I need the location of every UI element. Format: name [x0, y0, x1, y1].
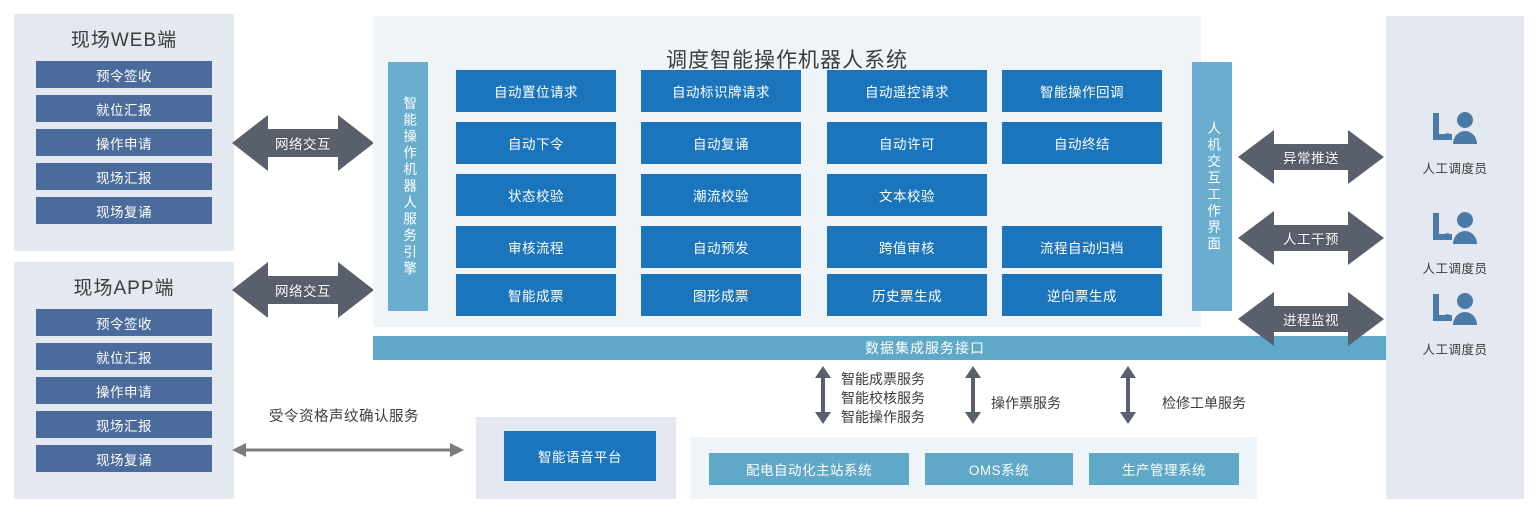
service-engine-bar: 智能操作机器人服务引擎	[388, 62, 428, 311]
dispatcher-item: 人工调度员	[1386, 291, 1524, 358]
external-system-box[interactable]: 配电自动化主站系统	[709, 453, 909, 485]
app-client-button[interactable]: 就位汇报	[36, 343, 212, 370]
service-label-1: 智能成票服务 智能校核服务 智能操作服务	[841, 371, 925, 425]
double-arrow-icon	[1238, 130, 1384, 184]
dispatcher-role-label: 人工调度员	[1422, 343, 1488, 357]
dispatcher-icon	[1433, 293, 1477, 325]
function-cell[interactable]: 智能操作回调	[1002, 70, 1162, 112]
function-cell[interactable]: 潮流校验	[641, 174, 801, 216]
double-arrow-icon	[232, 262, 374, 318]
function-cell-placeholder	[1002, 174, 1162, 216]
service-link-arrow-2	[965, 366, 981, 424]
function-cell[interactable]: 图形成票	[641, 274, 801, 316]
double-arrow-icon	[232, 115, 374, 171]
external-systems-container: 配电自动化主站系统 OMS系统 生产管理系统	[691, 437, 1257, 499]
function-cell[interactable]: 自动复诵	[641, 122, 801, 164]
network-link-arrow-app: 网络交互	[232, 259, 374, 321]
function-cell[interactable]: 自动预发	[641, 226, 801, 268]
double-arrow-icon	[1238, 211, 1384, 265]
service-link-arrow-3	[1120, 366, 1136, 424]
function-cell[interactable]: 跨值审核	[827, 226, 987, 268]
web-client-button[interactable]: 现场复诵	[36, 197, 212, 224]
dispatcher-link-arrow-exception: 异常推送	[1238, 128, 1384, 186]
external-system-box[interactable]: 生产管理系统	[1089, 453, 1239, 485]
web-client-button[interactable]: 就位汇报	[36, 95, 212, 122]
external-system-box[interactable]: OMS系统	[925, 453, 1073, 485]
function-cell[interactable]: 自动置位请求	[456, 70, 616, 112]
function-cell[interactable]: 自动许可	[827, 122, 987, 164]
web-client-button[interactable]: 现场汇报	[36, 163, 212, 190]
voice-platform-container: 智能语音平台	[476, 417, 676, 499]
function-cell[interactable]: 智能成票	[456, 274, 616, 316]
web-client-panel: 现场WEB端 预令签收 就位汇报 操作申请 现场汇报 现场复诵	[14, 14, 234, 251]
app-client-title: 现场APP端	[73, 278, 175, 299]
function-cell[interactable]: 历史票生成	[827, 274, 987, 316]
dispatcher-link-arrow-monitor: 进程监视	[1238, 290, 1384, 348]
dispatcher-role-label: 人工调度员	[1422, 262, 1488, 276]
voiceprint-link-arrow	[232, 443, 464, 457]
double-arrow-icon	[1238, 292, 1384, 346]
app-client-button[interactable]: 操作申请	[36, 377, 212, 404]
network-link-label: 网络交互	[275, 137, 331, 152]
app-client-button[interactable]: 现场汇报	[36, 411, 212, 438]
web-client-button[interactable]: 预令签收	[36, 61, 212, 88]
voice-platform-box[interactable]: 智能语音平台	[504, 431, 656, 481]
voiceprint-service-label: 受令资格声纹确认服务	[269, 409, 419, 425]
dispatcher-item: 人工调度员	[1386, 110, 1524, 177]
dispatcher-panel: 人工调度员 人工调度员 人工调度员	[1386, 16, 1524, 499]
web-client-button[interactable]: 操作申请	[36, 129, 212, 156]
function-cell[interactable]: 状态校验	[456, 174, 616, 216]
dispatcher-item: 人工调度员	[1386, 210, 1524, 277]
system-title: 调度智能操作机器人系统	[666, 49, 908, 72]
function-cell[interactable]: 文本校验	[827, 174, 987, 216]
web-client-title: 现场WEB端	[70, 30, 178, 51]
function-cell[interactable]: 自动遥控请求	[827, 70, 987, 112]
dispatcher-role-label: 人工调度员	[1422, 162, 1488, 176]
service-link-arrow-1	[815, 366, 831, 424]
dispatcher-icon	[1433, 112, 1477, 144]
function-cell[interactable]: 逆向票生成	[1002, 274, 1162, 316]
dispatcher-icon	[1433, 212, 1477, 244]
dispatcher-link-label: 进程监视	[1283, 313, 1339, 328]
dispatcher-link-label: 异常推送	[1283, 151, 1339, 166]
service-label-3: 检修工单服务	[1162, 395, 1246, 411]
network-link-arrow-web: 网络交互	[232, 112, 374, 174]
dispatcher-link-arrow-intervention: 人工干预	[1238, 209, 1384, 267]
network-link-label: 网络交互	[275, 284, 331, 299]
dispatcher-link-label: 人工干预	[1283, 232, 1339, 247]
app-client-button[interactable]: 预令签收	[36, 309, 212, 336]
app-client-panel: 现场APP端 预令签收 就位汇报 操作申请 现场汇报 现场复诵	[14, 262, 234, 499]
function-cell[interactable]: 审核流程	[456, 226, 616, 268]
function-cell[interactable]: 流程自动归档	[1002, 226, 1162, 268]
data-integration-bar: 数据集成服务接口	[373, 336, 1477, 360]
function-cell[interactable]: 自动终结	[1002, 122, 1162, 164]
function-cell[interactable]: 自动下令	[456, 122, 616, 164]
service-label-2: 操作票服务	[991, 395, 1061, 411]
app-client-button[interactable]: 现场复诵	[36, 445, 212, 472]
hmi-interface-bar: 人机交互工作界面	[1192, 62, 1232, 311]
function-cell[interactable]: 自动标识牌请求	[641, 70, 801, 112]
